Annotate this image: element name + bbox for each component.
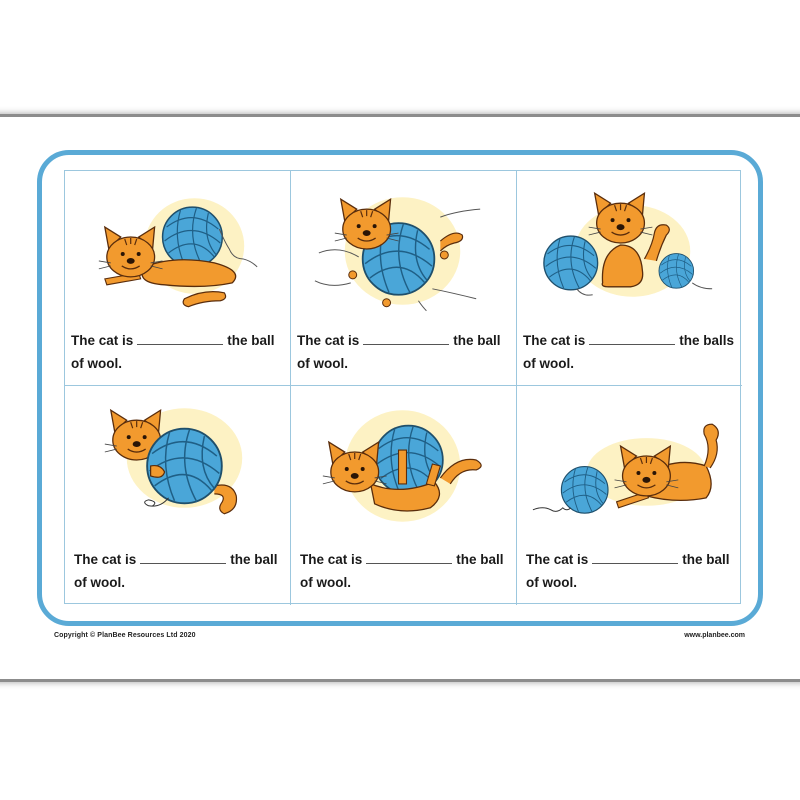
website-link[interactable]: www.planbee.com (684, 632, 745, 639)
illustration-cat-next-to-ball (532, 423, 719, 514)
illustration-cat-behind-ball (104, 408, 243, 515)
answer-blank[interactable] (366, 553, 453, 564)
answer-blank[interactable] (592, 553, 679, 564)
illustration-cat-on-top-of-ball (322, 410, 482, 522)
illustration-cat-tangled-in-ball (314, 197, 481, 312)
answer-blank[interactable] (589, 334, 676, 345)
answer-blank[interactable] (137, 334, 224, 345)
illustration-cat-lying-in-front-of-ball (98, 198, 258, 308)
answer-blank[interactable] (140, 553, 227, 564)
illustration-cat-sitting-between-balls (543, 192, 713, 297)
copyright-text: Copyright © PlanBee Resources Ltd 2020 (54, 632, 196, 639)
answer-blank[interactable] (363, 334, 450, 345)
